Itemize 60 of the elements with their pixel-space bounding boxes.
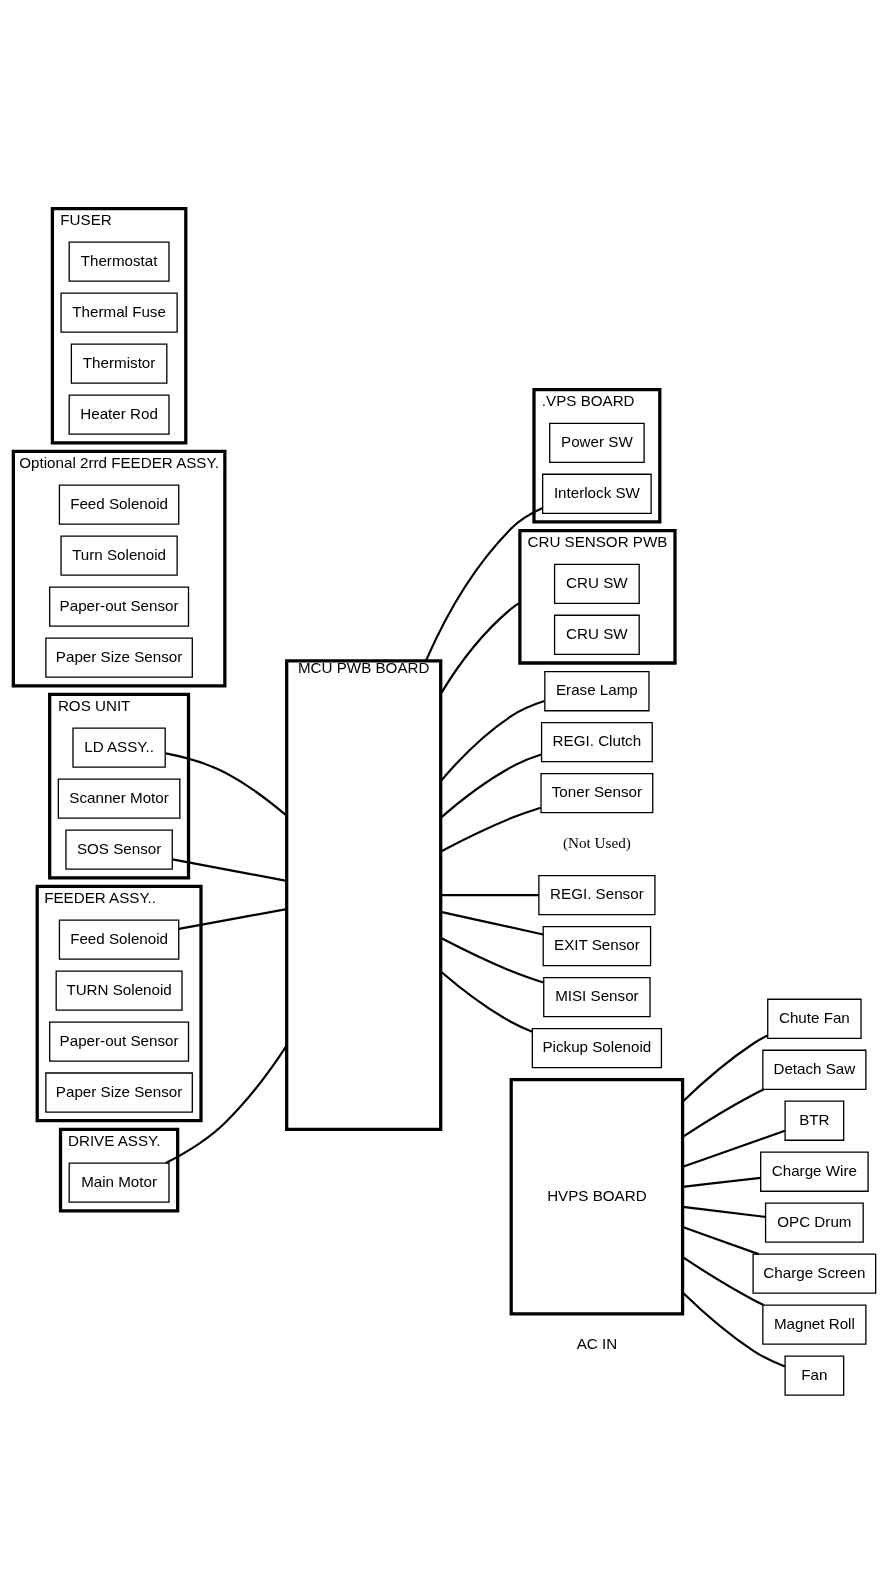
node-box: Paper Size Sensor xyxy=(44,1071,193,1113)
node-box: Magnet Roll xyxy=(761,1304,867,1345)
node-box: Paper Size Sensor xyxy=(44,636,193,678)
connector xyxy=(681,1034,768,1102)
node-box: Charge Wire xyxy=(759,1151,869,1192)
node-box: REGI. Sensor xyxy=(537,874,656,915)
connector xyxy=(681,1129,785,1168)
node-box: Pickup Solenoid xyxy=(531,1027,662,1068)
node-box: Fan xyxy=(783,1354,844,1396)
connector xyxy=(164,1044,287,1164)
connector xyxy=(439,601,520,694)
node-box: Feed Solenoid xyxy=(58,918,179,960)
node-box: BTR xyxy=(783,1100,844,1141)
node-box: Detach Saw xyxy=(761,1049,867,1090)
node-box: MISI Sensor xyxy=(542,976,651,1017)
connector xyxy=(440,910,543,936)
node-box: CRU SW xyxy=(553,614,640,655)
connector xyxy=(439,806,541,852)
node-box: OPC Drum xyxy=(764,1202,864,1243)
connector xyxy=(682,1205,766,1218)
connector xyxy=(681,1087,764,1138)
node-box: Chute Fan xyxy=(766,998,862,1039)
node-box: TURN Solenoid xyxy=(55,969,183,1011)
connector xyxy=(439,753,541,818)
node-box: REGI. Clutch xyxy=(540,721,653,762)
node-box: Heater Rod xyxy=(68,393,170,435)
node-box: Erase Lamp xyxy=(543,670,650,711)
node-label: (Not Used) xyxy=(562,833,631,851)
connector xyxy=(682,1176,761,1188)
connector xyxy=(681,1255,764,1306)
node-box: Turn Solenoid xyxy=(59,534,178,576)
connector xyxy=(165,751,287,816)
node-box: Charge Screen xyxy=(751,1253,876,1294)
node-box: CRU SW xyxy=(553,563,640,604)
node-box: Paper-out Sensor xyxy=(48,1020,189,1062)
node-box: MCU PWB BOARD xyxy=(284,658,442,1131)
connector xyxy=(424,506,543,661)
connector xyxy=(171,857,287,882)
node-box: Toner Sensor xyxy=(539,772,653,813)
node-box: HVPS BOARD xyxy=(509,1077,684,1315)
connector xyxy=(440,936,544,984)
connector xyxy=(439,699,545,782)
node-box: Paper-out Sensor xyxy=(48,585,189,627)
connector xyxy=(439,970,533,1033)
node-box: Thermistor xyxy=(70,342,167,384)
connector xyxy=(178,907,287,930)
connector xyxy=(440,893,539,896)
label: AC IN xyxy=(576,1334,617,1352)
node-box: Main Motor xyxy=(68,1161,170,1203)
node-box: Interlock SW xyxy=(541,473,652,514)
node-box: SOS Sensor xyxy=(64,828,173,870)
node-box: Thermostat xyxy=(68,241,170,282)
connector xyxy=(681,1225,759,1255)
node-box: Scanner Motor xyxy=(57,777,180,819)
connector xyxy=(681,1291,785,1367)
node-box: LD ASSY.. xyxy=(71,726,166,768)
node-box: Power SW xyxy=(548,422,645,463)
node-box: Feed Solenoid xyxy=(58,483,179,525)
node-box: EXIT Sensor xyxy=(542,925,651,966)
node-box: Thermal Fuse xyxy=(59,291,178,333)
